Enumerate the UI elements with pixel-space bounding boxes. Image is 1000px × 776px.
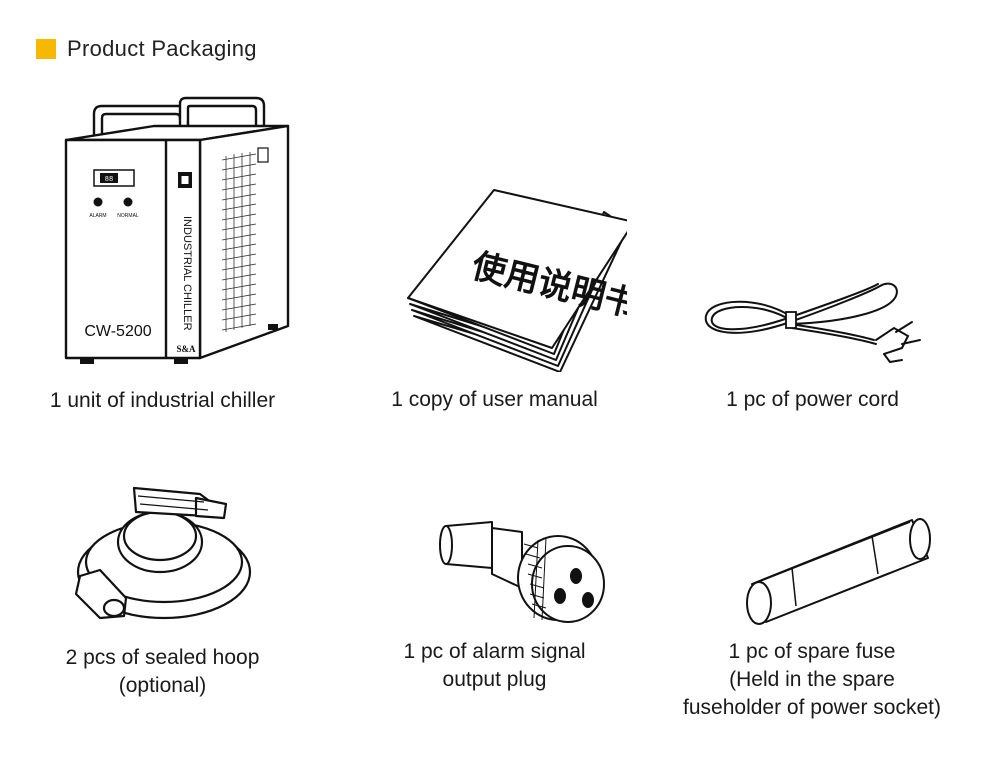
chiller-model-text: CW-5200 (84, 323, 151, 340)
power-cord-icon (704, 282, 921, 364)
section-header: Product Packaging (36, 34, 257, 64)
caption-chiller: 1 unit of industrial chiller (49, 389, 276, 412)
section-title: Product Packaging (67, 36, 257, 61)
package-item-manual: 使用说明书 1 copy of user manual (362, 182, 627, 414)
caption-spare-fuse: 1 pc of spare fuse (Held in the spare fu… (683, 640, 941, 719)
caption-power-cord: 1 pc of power cord (726, 388, 899, 411)
section-marker-icon (36, 39, 56, 59)
caption-manual: 1 copy of user manual (391, 388, 598, 411)
chiller-display-text: 88 (105, 176, 113, 184)
package-item-power-cord: 1 pc of power cord (680, 278, 945, 414)
chiller-alarm-label: ALARM (89, 213, 106, 219)
spare-fuse-icon (746, 518, 931, 625)
chiller-side-text: INDUSTRIAL CHILLER (181, 216, 193, 331)
industrial-chiller-icon: 88 ALARM NORMAL INDUSTRIAL CHILLER CW-52… (64, 96, 290, 364)
sealed-hoop-icon (74, 486, 252, 620)
chiller-brand-text: S&A (176, 344, 196, 354)
package-item-alarm-plug: 1 pc of alarm signal output plug (362, 508, 627, 694)
package-item-chiller: 88 ALARM NORMAL INDUSTRIAL CHILLER CW-52… (30, 96, 295, 415)
package-item-sealed-hoop: 2 pcs of sealed hoop (optional) (30, 476, 295, 700)
package-item-spare-fuse: 1 pc of spare fuse (Held in the spare fu… (662, 508, 962, 722)
caption-alarm-plug: 1 pc of alarm signal output plug (403, 640, 586, 691)
chiller-normal-label: NORMAL (117, 213, 139, 219)
user-manual-icon: 使用说明书 (407, 189, 627, 372)
alarm-plug-icon (439, 521, 605, 623)
caption-sealed-hoop: 2 pcs of sealed hoop (optional) (65, 646, 260, 697)
